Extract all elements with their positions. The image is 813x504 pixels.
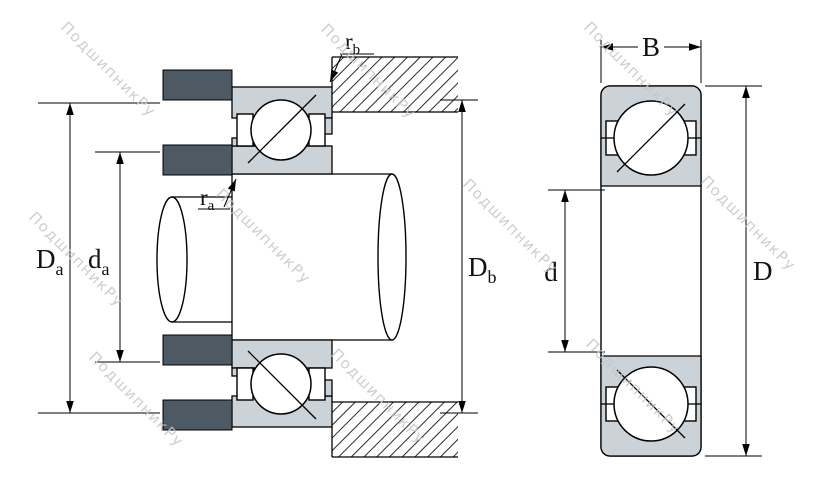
leader-arrow-ra: [223, 178, 237, 208]
label-da: da: [88, 244, 110, 279]
shaft-clamp-bottom: [162, 334, 233, 366]
contact-line-bottom: [247, 350, 317, 420]
dimension-D: D: [705, 85, 773, 457]
dimension-d: d: [544, 189, 605, 353]
shaft: [156, 173, 407, 341]
bottom-bearing: [231, 339, 333, 428]
leader-ra: ra: [198, 178, 237, 214]
shaft-section-face: [377, 173, 407, 341]
shaft-end-face: [156, 196, 188, 323]
dimension-B: B: [600, 32, 702, 83]
contact-line-right-top: [616, 103, 686, 173]
housing-hatch-bottom: [331, 401, 458, 458]
dimension-da: da: [88, 151, 160, 363]
housing-section-bottom: [332, 402, 458, 457]
housing-section-top: [332, 57, 458, 112]
dimension-Da: Da: [36, 102, 160, 414]
contact-line-top: [247, 94, 317, 164]
mounted-view: Da da Db ra rb: [36, 29, 497, 458]
housing-clamp-top: [162, 69, 233, 101]
shaft-body: [232, 174, 392, 340]
housing-clamp-bottom: [162, 399, 233, 431]
label-D: D: [753, 256, 773, 286]
leader-arrow-rb: [329, 53, 343, 83]
contact-line-right-bottom: [616, 369, 686, 439]
top-bearing: [231, 86, 333, 175]
label-Db: Db: [468, 252, 497, 287]
clamp-blocks: [162, 69, 233, 431]
dimension-Db: Db: [440, 99, 497, 414]
housing-hatch-top: [331, 56, 458, 113]
label-d: d: [544, 257, 558, 287]
shaft-clamp-top: [162, 144, 233, 176]
label-rb: rb: [345, 29, 360, 58]
leader-rb: rb: [329, 29, 374, 83]
bearing-cross-section-view: B d D: [544, 32, 773, 457]
label-B: B: [642, 32, 660, 62]
label-ra: ra: [200, 185, 215, 214]
label-Da: Da: [36, 244, 64, 279]
